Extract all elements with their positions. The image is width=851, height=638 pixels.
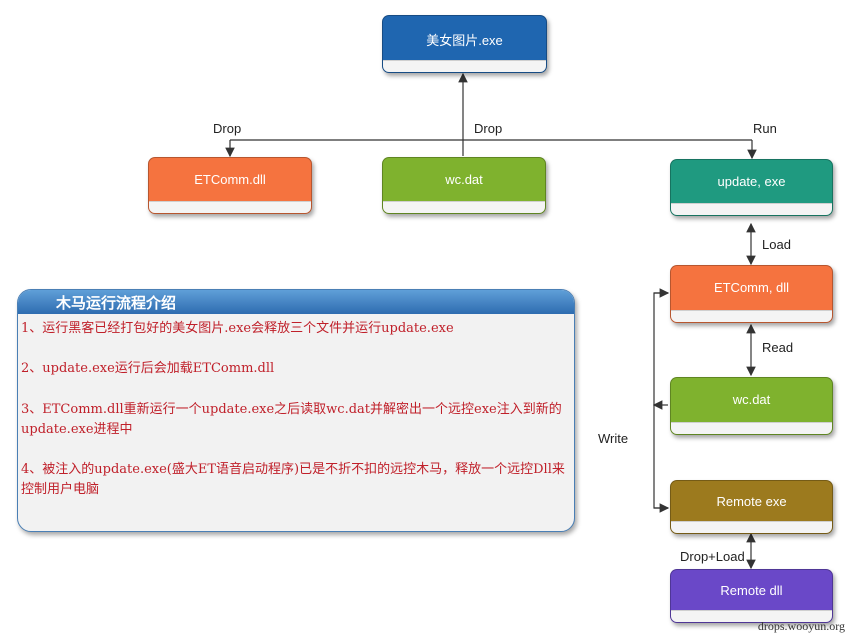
node-wc-dat-top: wc.dat [382, 157, 546, 214]
node-update-exe-label: update, exe [717, 174, 786, 189]
info-step-1: 1、运行黑客已经打包好的美女图片.exe会释放三个文件并运行update.exe [21, 321, 454, 336]
info-panel-header: 木马运行流程介绍 [18, 290, 574, 314]
node-foot [671, 610, 832, 622]
node-wc-dat-top-label: wc.dat [445, 172, 483, 187]
node-foot [383, 60, 546, 72]
node-exe-image: 美女图片.exe [382, 15, 547, 73]
node-foot [671, 521, 832, 533]
edge-label-load: Load [762, 237, 791, 252]
node-update-exe: update, exe [670, 159, 833, 216]
node-foot [671, 310, 832, 322]
node-etcomm-dll-left: ETComm.dll [148, 157, 312, 214]
node-foot [671, 422, 832, 434]
node-foot [383, 201, 545, 213]
node-remote-dll-label: Remote dll [720, 583, 783, 598]
info-panel-title: 木马运行流程介绍 [56, 295, 177, 312]
node-wc-dat-right: wc.dat [670, 377, 833, 435]
info-panel: 木马运行流程介绍 1、运行黑客已经打包好的美女图片.exe会释放三个文件并运行u… [17, 289, 575, 532]
info-step-2: 2、update.exe运行后会加载ETComm.dll [21, 361, 275, 376]
info-step-3: 3、ETComm.dll重新运行一个update.exe之后读取wc.dat并解… [21, 402, 562, 437]
node-etcomm-dll-right-label: ETComm, dll [713, 280, 790, 295]
node-exe-image-label: 美女图片.exe [426, 33, 503, 48]
edge-label-write: Write [598, 431, 629, 446]
info-step-4: 4、被注入的update.exe(盛大ET语音启动程序)已是不折不扣的远控木马，… [21, 462, 565, 497]
node-foot [671, 203, 832, 215]
node-etcomm-dll-right: ETComm, dll [670, 265, 833, 323]
node-etcomm-dll-left-label: ETComm.dll [194, 172, 266, 187]
watermark: drops.wooyun.org [757, 619, 845, 633]
write-connector [653, 292, 668, 509]
node-remote-dll: Remote dll [670, 569, 833, 623]
edge-label-drop-load: Drop+Load [680, 549, 745, 564]
node-remote-exe-label: Remote exe [716, 494, 787, 509]
edge-label-drop-left: Drop [213, 121, 242, 136]
node-wc-dat-right-label: wc.dat [732, 392, 771, 407]
node-foot [149, 201, 311, 213]
edge-label-run: Run [753, 121, 777, 136]
edge-label-read: Read [762, 340, 794, 355]
node-remote-exe: Remote exe [670, 480, 833, 534]
edge-label-drop-center: Drop [474, 121, 503, 136]
